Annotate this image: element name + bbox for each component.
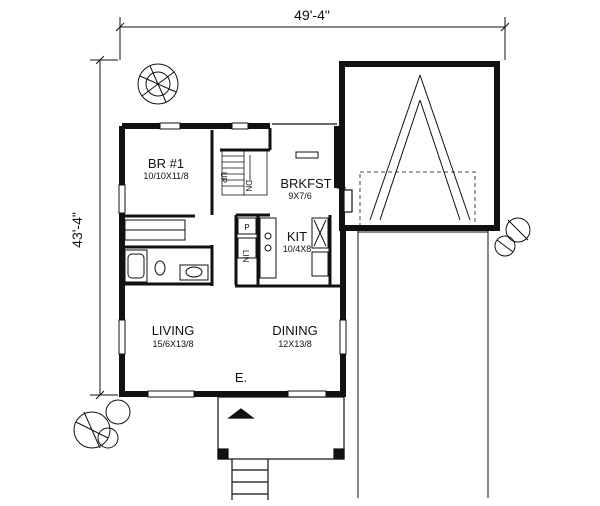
tree-top-left [137, 63, 179, 105]
stair [221, 149, 268, 196]
room-dining-size: 12X13/8 [278, 339, 312, 349]
room-dining-name: DINING [272, 323, 318, 338]
room-living-name: LIVING [152, 323, 195, 338]
room-brkfst-size: 9X7/6 [288, 191, 312, 201]
room-kit-name: KIT [287, 229, 307, 244]
tree-right [494, 217, 531, 257]
stair-up-label: UP [219, 172, 228, 183]
entry-label: E. [235, 370, 247, 385]
depth-dimension-line [90, 55, 118, 400]
bathroom-fixtures [124, 219, 209, 283]
depth-dimension: 43'-4" [69, 212, 85, 248]
interior-walls [125, 128, 340, 288]
room-brkfst-name: BRKFST [280, 176, 331, 191]
breakfast-bay [272, 123, 353, 213]
kitchen-fixtures [237, 217, 329, 279]
room-living-size: 15/6X13/8 [152, 339, 193, 349]
linen-label: LIN [241, 250, 250, 263]
width-dimension-line [115, 17, 510, 60]
room-br1-size: 10/10X11/8 [143, 171, 188, 181]
room-br1-name: BR #1 [148, 156, 184, 171]
pantry-label: P [244, 223, 249, 232]
width-dimension: 49'-4" [294, 7, 330, 23]
tree-bottom-left [73, 399, 131, 449]
stair-down-label: DN [244, 180, 253, 192]
garage [339, 61, 500, 498]
porch [217, 396, 345, 500]
windows [118, 122, 347, 398]
room-kit-size: 10/4X8 [283, 244, 312, 254]
